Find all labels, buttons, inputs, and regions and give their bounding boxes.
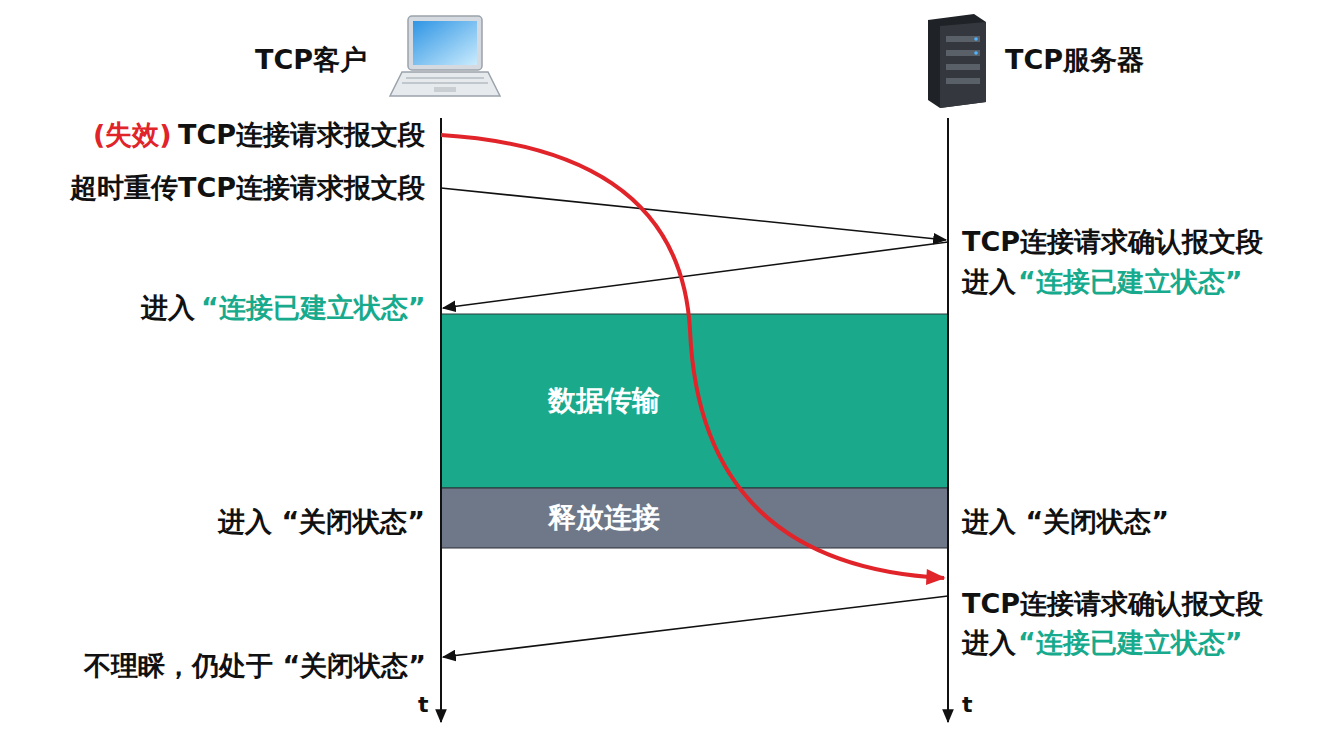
state-label: 进入 “关闭状态”: [962, 506, 1169, 538]
phase-band: 数据传输: [441, 314, 948, 488]
state-label: 进入: [962, 266, 1016, 298]
expired-request-arrow: [441, 135, 944, 578]
message-label: TCP连接请求确认报文段: [962, 588, 1263, 620]
laptop-touchpad: [434, 87, 456, 92]
timeline: [947, 118, 949, 722]
message-label: 超时重传TCP连接请求报文段: [70, 172, 425, 204]
server-slot: [946, 50, 980, 56]
server-slot: [946, 36, 980, 42]
state-label: 进入: [962, 627, 1016, 659]
state-label: 进入 “关闭状态”: [218, 506, 425, 538]
status-tag: (失效): [93, 119, 172, 151]
phase-band: 释放连接: [441, 488, 948, 548]
state-name: “连接已建立状态”: [1018, 266, 1243, 298]
entity-name: TCP服务器: [1005, 44, 1144, 76]
entity-name: TCP客户: [255, 44, 367, 76]
band-label: 数据传输: [548, 384, 660, 418]
message-arrow: [443, 596, 948, 657]
server-slot: [946, 78, 980, 84]
band-label: 释放连接: [548, 501, 660, 535]
timeline: [440, 118, 442, 722]
message-arrow: [441, 188, 946, 240]
server-led: [974, 37, 978, 41]
server-slot: [946, 64, 980, 70]
state-label: 不理睬，仍处于 “关闭状态”: [82, 650, 428, 682]
band-fill: [441, 314, 948, 488]
laptop-screen-frame: [408, 16, 482, 70]
laptop-key-row: [406, 77, 484, 79]
time-axis-label: t: [962, 692, 973, 718]
laptop-key-row: [402, 82, 488, 84]
server-led: [974, 51, 978, 55]
server-body: [928, 14, 986, 108]
time-axis-label: t: [418, 692, 429, 718]
laptop-base: [390, 72, 500, 96]
message-label: TCP连接请求报文段: [178, 119, 425, 151]
message-label: TCP连接请求确认报文段: [962, 226, 1263, 258]
server-icon: [928, 14, 986, 108]
laptop-screen: [413, 21, 477, 65]
state-label: 进入: [141, 292, 195, 324]
state-name: “连接已建立状态”: [1018, 627, 1243, 659]
band-fill: [441, 488, 948, 548]
state-name: “连接已建立状态”: [201, 292, 426, 324]
server-front: [940, 22, 986, 108]
laptop-icon: [390, 16, 500, 96]
message-arrow: [443, 242, 948, 308]
